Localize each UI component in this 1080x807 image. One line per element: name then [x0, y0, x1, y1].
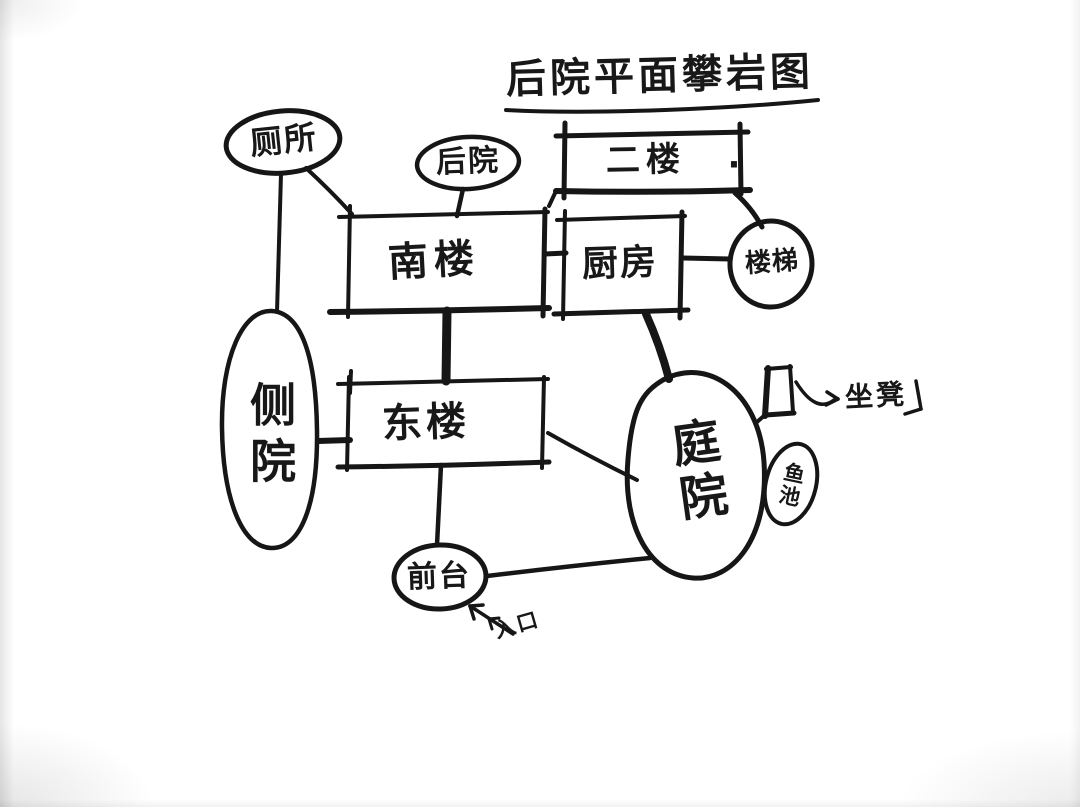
stairs-label: 楼梯 [743, 245, 800, 280]
kitchen-label: 厨房 [581, 241, 659, 286]
title-underline [504, 98, 820, 114]
bench-label: 坐凳 [844, 377, 908, 414]
toilet-ellipse [223, 108, 343, 176]
backyard-label: 后院 [435, 143, 501, 181]
line-secondfloor-stairs [732, 190, 765, 230]
line-kitchen-courtyard [642, 310, 673, 383]
fish-pond-ellipse [762, 441, 820, 527]
south-building-rect [327, 204, 552, 319]
line-sideyard-east [315, 437, 353, 444]
bench-symbol [755, 364, 797, 424]
line-kitchen-stairs [680, 255, 733, 262]
side-yard-ellipse [219, 308, 320, 551]
side-yard-label: 侧院 [243, 381, 298, 493]
second-floor-label: 二楼 [605, 139, 687, 181]
courtyard-ellipse [624, 369, 767, 581]
line-south-kitchen [542, 250, 569, 257]
toilet-label: 厕所 [248, 117, 320, 163]
line-toilet-sideyard [275, 172, 283, 314]
diagram-title: 后院平面攀岩图 [505, 48, 815, 104]
second-floor-rect [547, 120, 753, 208]
line-toilet-south [304, 166, 354, 216]
front-desk-label: 前台 [406, 558, 472, 596]
line-backyard-south [454, 186, 466, 219]
south-building-label: 南楼 [386, 235, 482, 287]
east-building-label: 东楼 [381, 398, 471, 448]
kitchen-rect [551, 209, 691, 321]
bench-arrow [794, 380, 840, 407]
entrance-arrow [468, 603, 515, 636]
line-courtyard-frontdesk [484, 555, 653, 579]
line-east-courtyard [546, 431, 639, 482]
bench-corner-mark [903, 379, 923, 416]
line-south-east [441, 306, 452, 386]
line-east-frontdesk [434, 462, 444, 548]
backyard-ellipse [414, 134, 522, 192]
second-floor-dot: · [727, 145, 741, 186]
